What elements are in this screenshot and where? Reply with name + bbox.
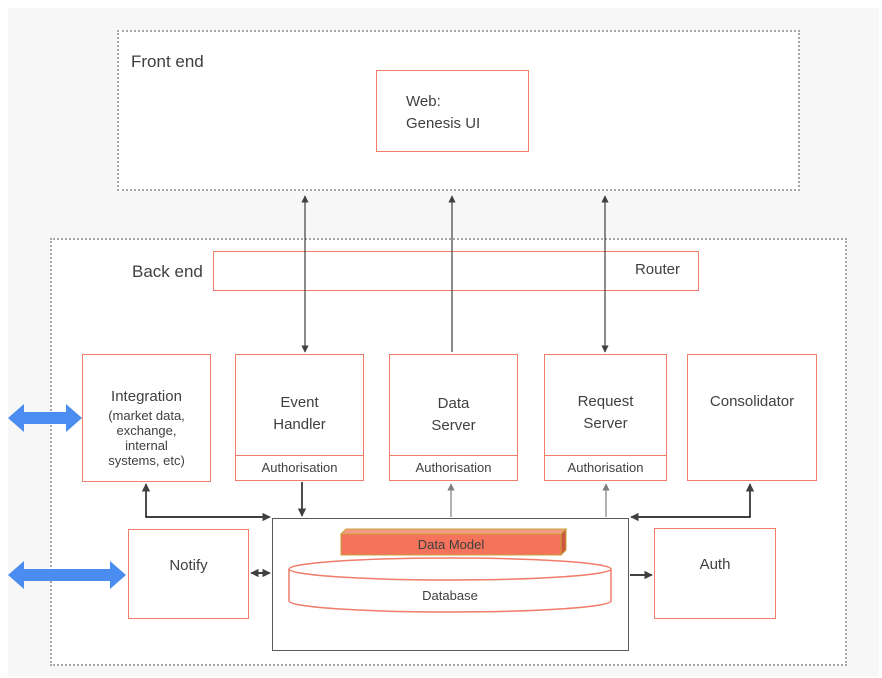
request-server-box: Request Server Authorisation [544,354,667,481]
data-server-title: Data Server [431,395,476,434]
database-label: Database [422,588,478,603]
auth-label: Auth [699,556,731,573]
event-handler-title: Event Handler [273,394,326,433]
integration-title: Integration [111,388,182,405]
notify-box: Notify [128,529,249,619]
web-genesis-ui-box: Web: Genesis UI [376,70,529,152]
integration-box: Integration (market data, exchange, inte… [82,354,211,482]
request-server-authorisation: Authorisation [545,455,666,480]
event-handler-authorisation: Authorisation [236,455,363,480]
notify-label: Notify [169,557,208,574]
integration-detail: (market data, exchange, internal systems… [108,408,185,468]
front-end-title: Front end [131,52,204,71]
consolidator-box: Consolidator [687,354,817,481]
router-box: Router [213,251,699,291]
data-server-box: Data Server Authorisation [389,354,518,481]
data-model-label: Data Model [417,537,485,552]
web-genesis-ui-label: Web: Genesis UI [406,93,481,132]
router-label: Router [634,261,680,278]
auth-box: Auth [654,528,776,619]
event-handler-box: Event Handler Authorisation [235,354,364,481]
request-server-title: Request Server [577,393,634,432]
consolidator-label: Consolidator [709,393,795,410]
back-end-title: Back end [132,262,203,281]
data-server-authorisation: Authorisation [390,455,517,480]
